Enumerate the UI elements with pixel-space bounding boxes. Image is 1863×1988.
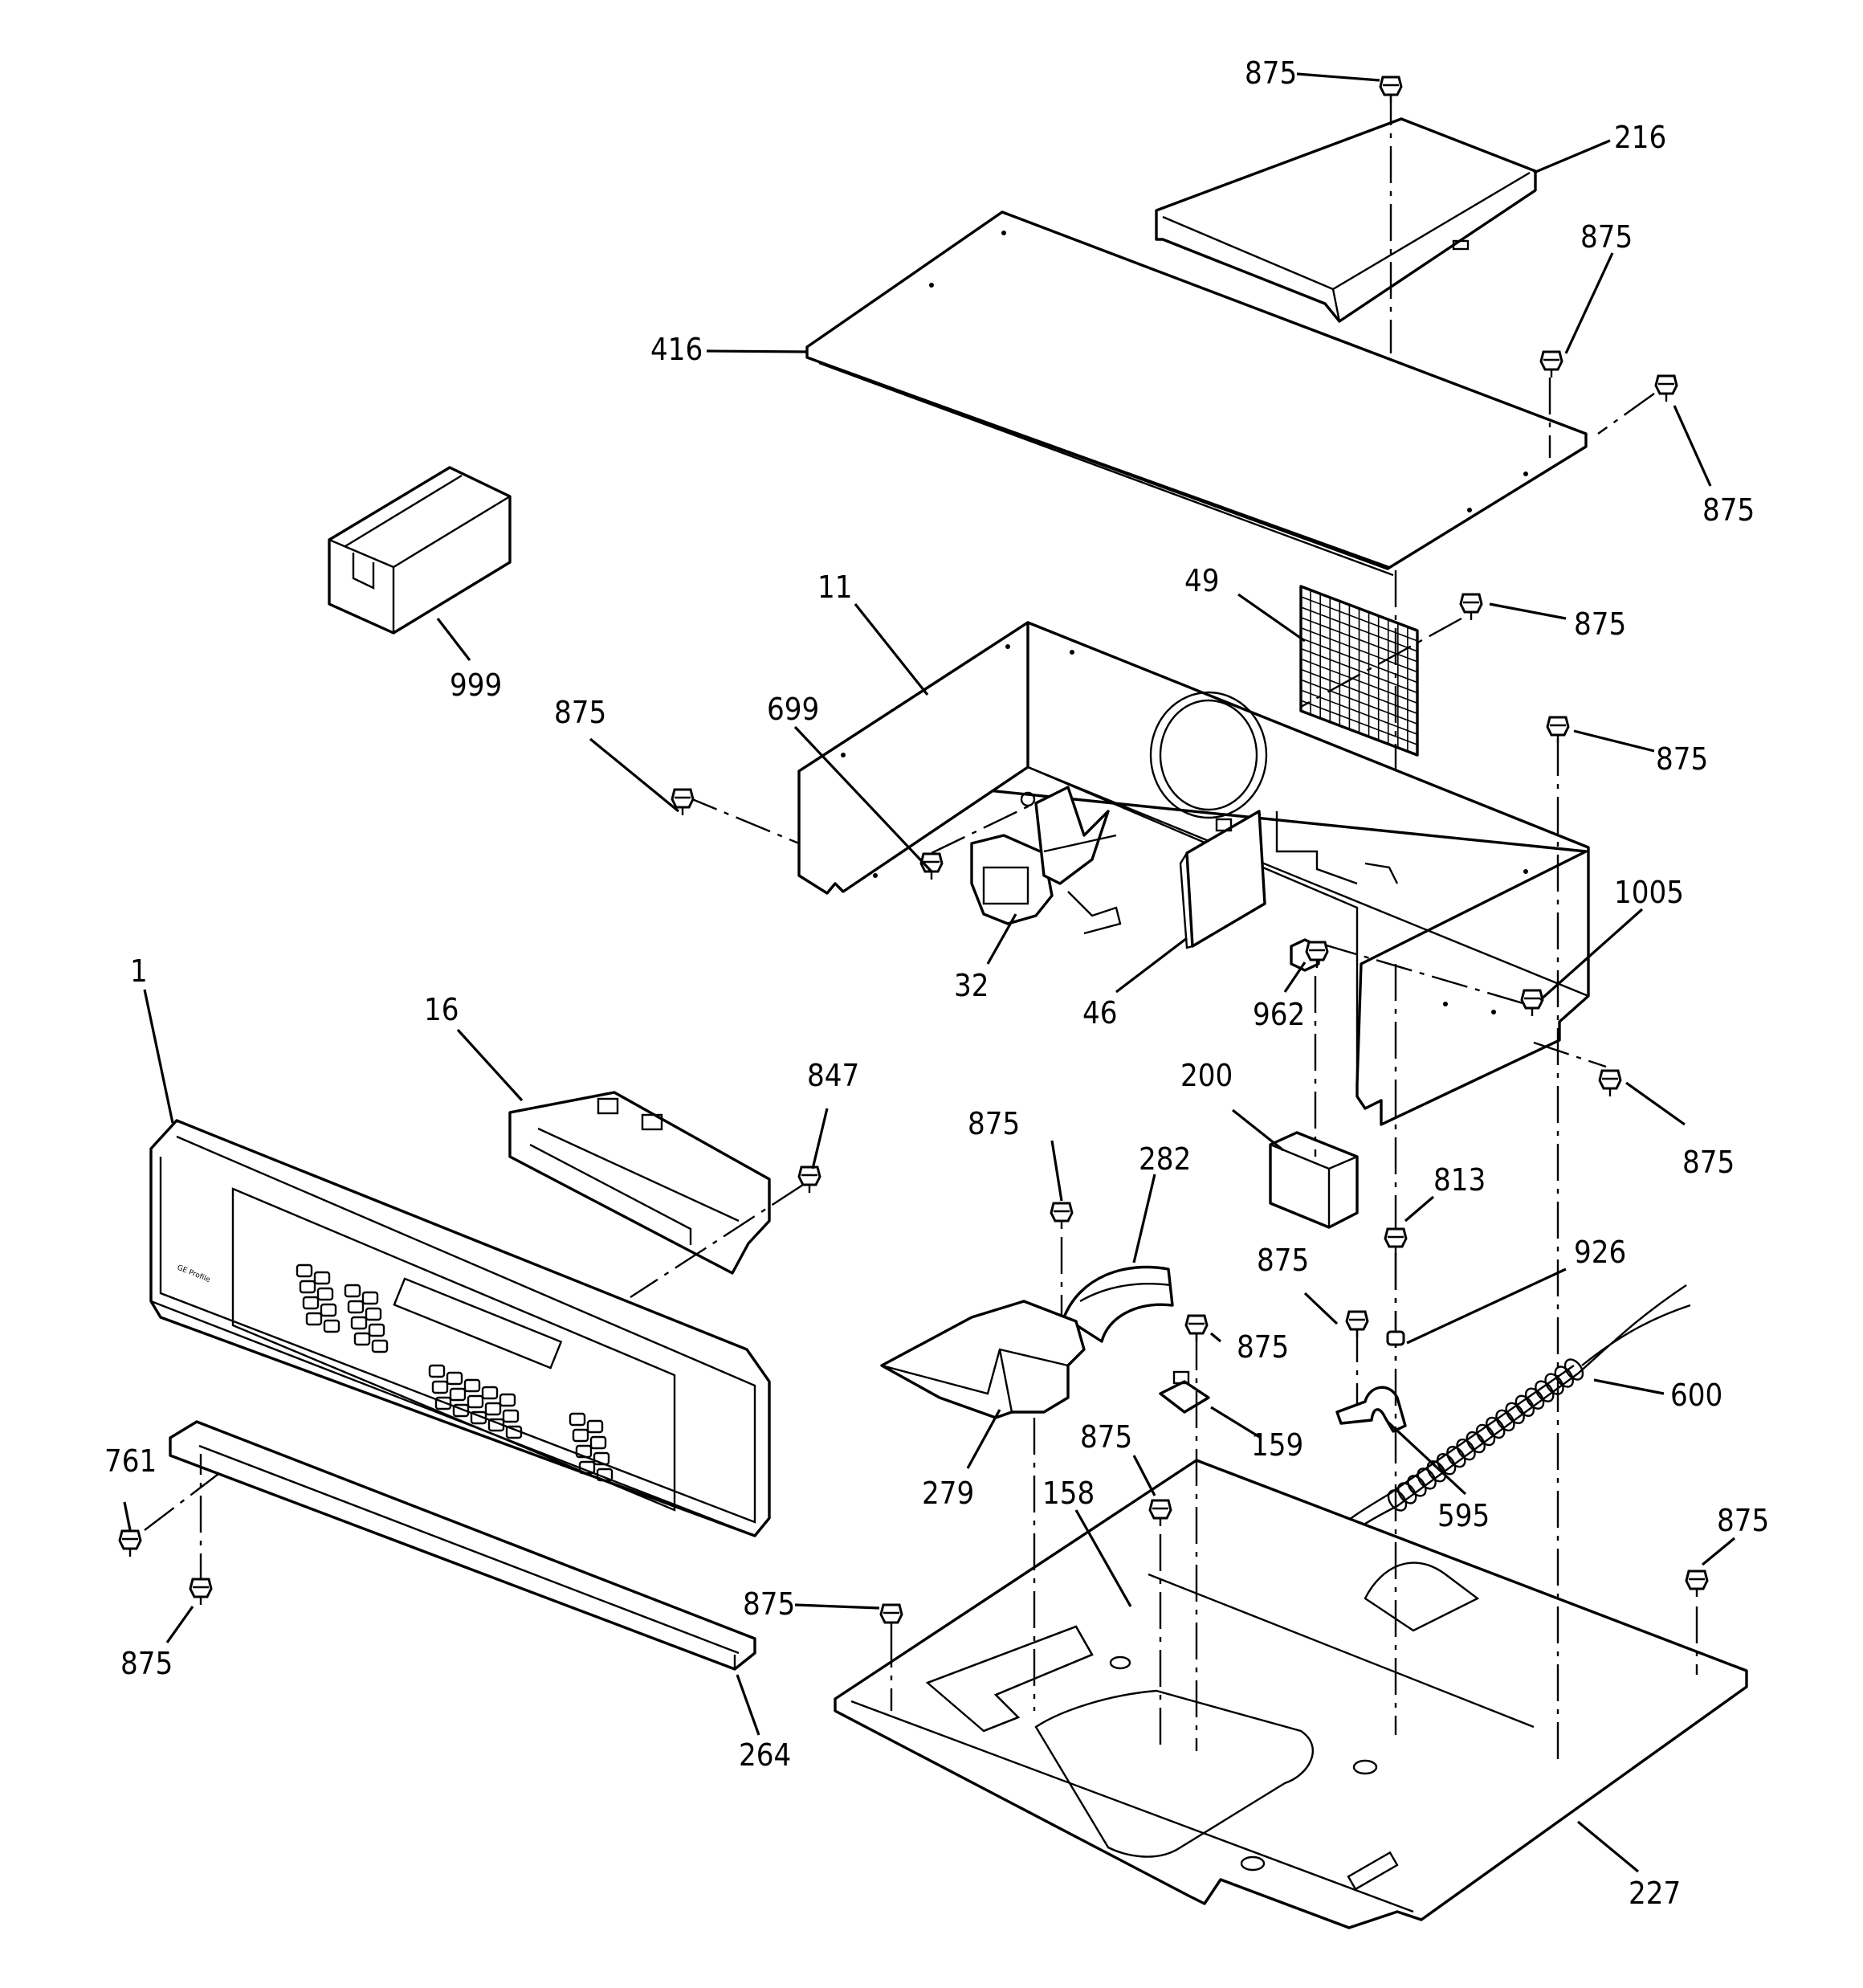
callout-227: 227 bbox=[1629, 1876, 1681, 1911]
callout-761: 761 bbox=[104, 1443, 157, 1479]
callout-875-d: 875 bbox=[1656, 741, 1708, 777]
callout-264: 264 bbox=[739, 1737, 791, 1773]
callout-875-e: 875 bbox=[554, 695, 606, 730]
callout-416: 416 bbox=[650, 332, 703, 367]
callout-875-m: 875 bbox=[120, 1646, 173, 1681]
part-49-mesh bbox=[1299, 585, 1419, 757]
callout-216: 216 bbox=[1614, 120, 1666, 155]
callout-875-j: 875 bbox=[1080, 1419, 1132, 1455]
part-46-board bbox=[1179, 810, 1266, 949]
callout-926: 926 bbox=[1574, 1235, 1626, 1270]
part-216-cover bbox=[1155, 117, 1537, 323]
part-279-blower bbox=[880, 1300, 1086, 1419]
part-227-base bbox=[834, 1459, 1748, 1929]
part-595-clamp bbox=[1335, 1386, 1407, 1433]
leader-lines bbox=[123, 72, 1736, 1873]
callout-282: 282 bbox=[1139, 1141, 1191, 1177]
part-16-control-board bbox=[508, 1091, 771, 1275]
callout-279: 279 bbox=[922, 1476, 974, 1511]
callout-1005: 1005 bbox=[1614, 875, 1684, 910]
part-11-housing bbox=[797, 621, 1590, 1126]
callout-875-k: 875 bbox=[1717, 1503, 1769, 1538]
callout-875-b: 875 bbox=[1702, 492, 1755, 528]
callout-32: 32 bbox=[954, 968, 989, 1003]
callout-699: 699 bbox=[767, 692, 819, 727]
callout-595: 595 bbox=[1437, 1498, 1490, 1533]
callout-16: 16 bbox=[424, 992, 459, 1027]
part-264-trim bbox=[169, 1420, 756, 1671]
callout-49: 49 bbox=[1184, 563, 1220, 598]
callout-962: 962 bbox=[1253, 997, 1305, 1032]
callout-875-a: 875 bbox=[1580, 219, 1633, 255]
callout-159: 159 bbox=[1251, 1427, 1303, 1463]
part-416-top-panel bbox=[805, 210, 1588, 577]
callout-813: 813 bbox=[1433, 1162, 1486, 1198]
part-999-box bbox=[328, 466, 512, 635]
callout-999: 999 bbox=[450, 667, 502, 703]
callout-875-l: 875 bbox=[743, 1586, 795, 1622]
callout-875-h: 875 bbox=[1257, 1243, 1309, 1278]
callout-875-i: 875 bbox=[1237, 1329, 1289, 1365]
part-1-control-panel: GE Profile bbox=[149, 1119, 771, 1537]
callout-11: 11 bbox=[817, 569, 853, 605]
callout-labels: 875 216 875 416 875 999 49 875 11 875 69… bbox=[104, 55, 1769, 1911]
callout-158: 158 bbox=[1042, 1476, 1095, 1511]
callout-875-c: 875 bbox=[1574, 606, 1626, 642]
part-159-thermostat bbox=[1159, 1370, 1210, 1414]
callout-46: 46 bbox=[1082, 995, 1118, 1031]
part-200-block bbox=[1269, 1131, 1359, 1229]
callout-875-f: 875 bbox=[968, 1106, 1020, 1141]
callout-200: 200 bbox=[1180, 1058, 1233, 1093]
callout-875-top: 875 bbox=[1245, 55, 1297, 91]
fasteners bbox=[118, 76, 1709, 1631]
callout-600: 600 bbox=[1670, 1378, 1722, 1413]
callout-875-g: 875 bbox=[1682, 1145, 1735, 1180]
assembly-axes bbox=[144, 88, 1698, 1767]
callout-1: 1 bbox=[130, 953, 148, 989]
callout-847: 847 bbox=[807, 1058, 859, 1093]
part-282-duct-hose bbox=[1062, 1265, 1174, 1343]
part-32-fan-motor bbox=[970, 786, 1122, 935]
